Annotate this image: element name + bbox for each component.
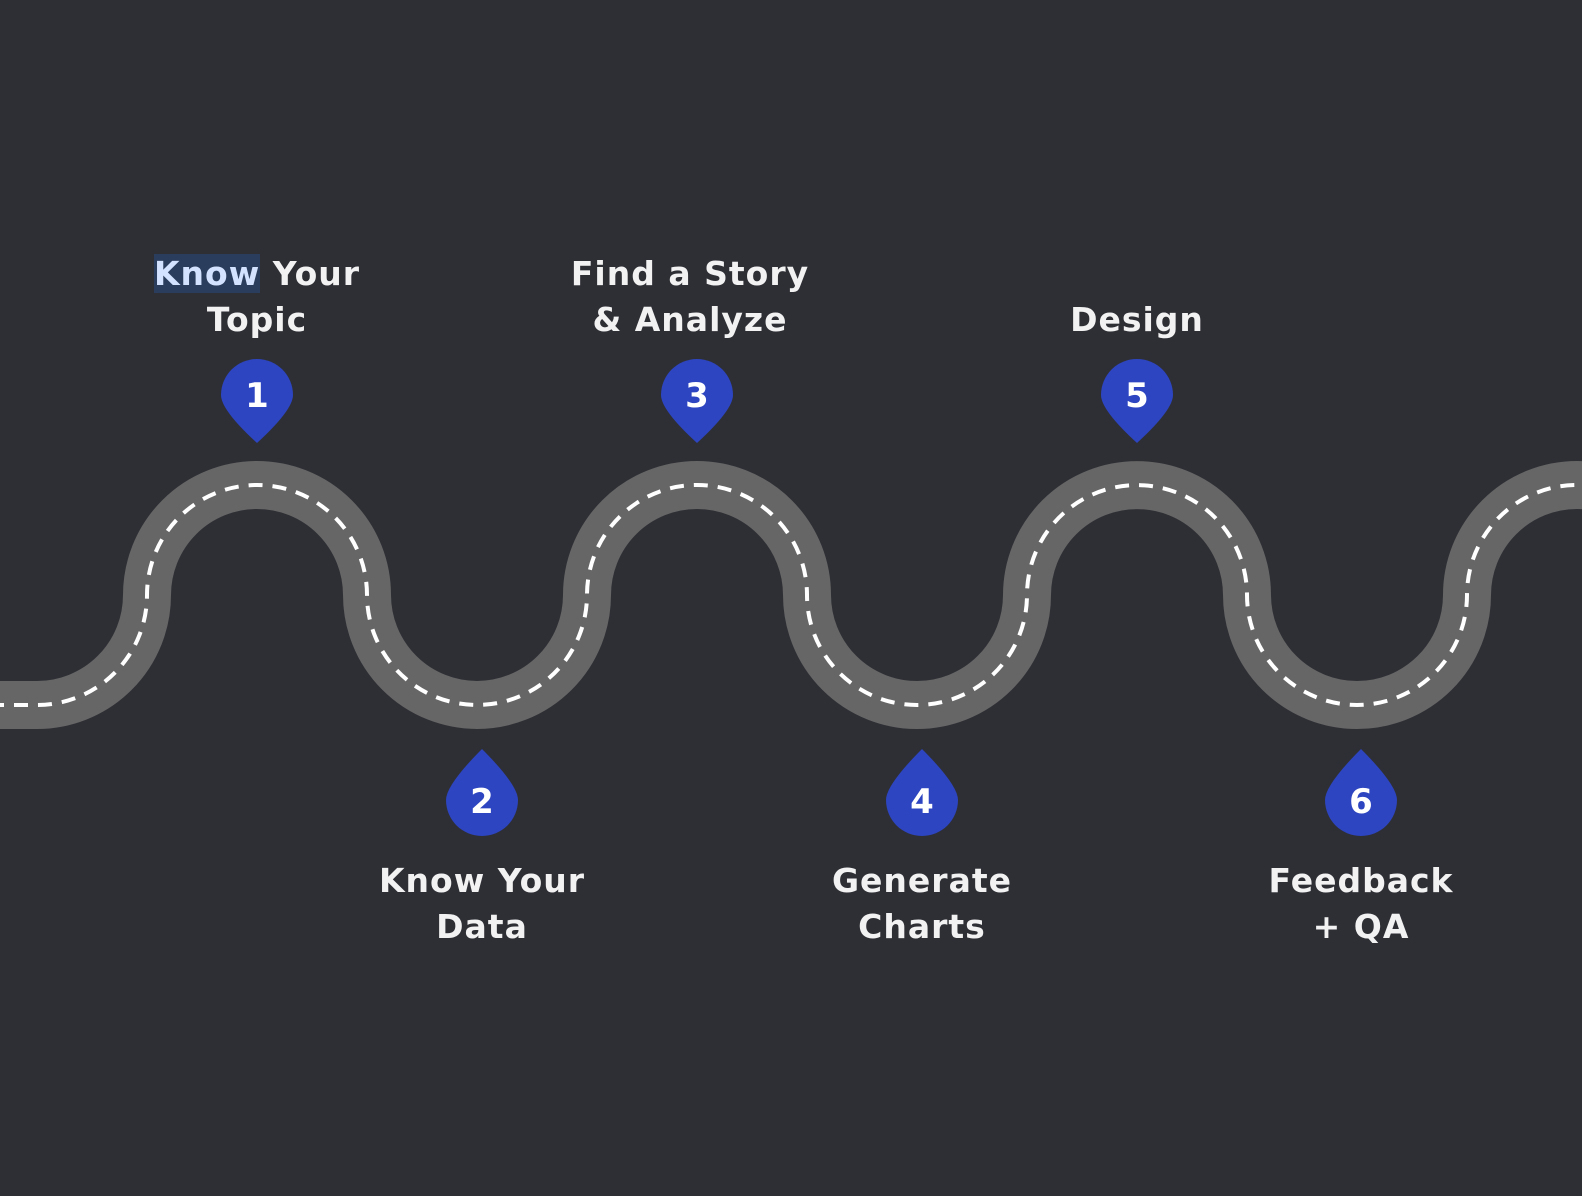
road-center-line xyxy=(0,483,1582,707)
step-4-line2: Charts xyxy=(858,907,986,946)
step-2-number: 2 xyxy=(470,782,494,822)
pin-2-icon xyxy=(446,749,518,836)
step-5-line1: Design xyxy=(1070,300,1204,339)
step-3-label: Find a Story & Analyze xyxy=(530,251,850,343)
step-4-label: Generate Charts xyxy=(762,858,1082,950)
step-2-label: Know Your Data xyxy=(322,858,642,950)
step-6-line2: + QA xyxy=(1312,907,1410,946)
pin-3-icon xyxy=(661,359,733,443)
winding-road xyxy=(0,461,1582,729)
step-3-line1: Find a Story xyxy=(570,254,810,293)
step-5-number: 5 xyxy=(1125,376,1149,416)
step-1-number: 1 xyxy=(245,376,269,416)
step-2-line2: Data xyxy=(436,907,528,946)
step-2-line1: Know Your xyxy=(378,861,586,900)
step-1-line1: Your xyxy=(260,254,361,293)
step-6-number: 6 xyxy=(1349,782,1373,822)
step-4-line1: Generate xyxy=(831,861,1013,900)
step-6-label: Feedback + QA xyxy=(1201,858,1521,950)
step-3-line2: & Analyze xyxy=(592,300,788,339)
pin-4-icon xyxy=(886,749,958,836)
step-3-number: 3 xyxy=(685,376,709,416)
pin-5-icon xyxy=(1101,358,1174,443)
step-5-label: Design xyxy=(977,297,1297,343)
step-1-line2: Topic xyxy=(206,300,308,339)
selected-text[interactable]: Know xyxy=(153,254,261,293)
step-1-label: Know Your Topic xyxy=(97,251,417,343)
step-6-line1: Feedback xyxy=(1268,861,1454,900)
pin-1-icon xyxy=(221,359,293,443)
pin-6-icon xyxy=(1325,749,1397,836)
step-4-number: 4 xyxy=(910,782,934,822)
